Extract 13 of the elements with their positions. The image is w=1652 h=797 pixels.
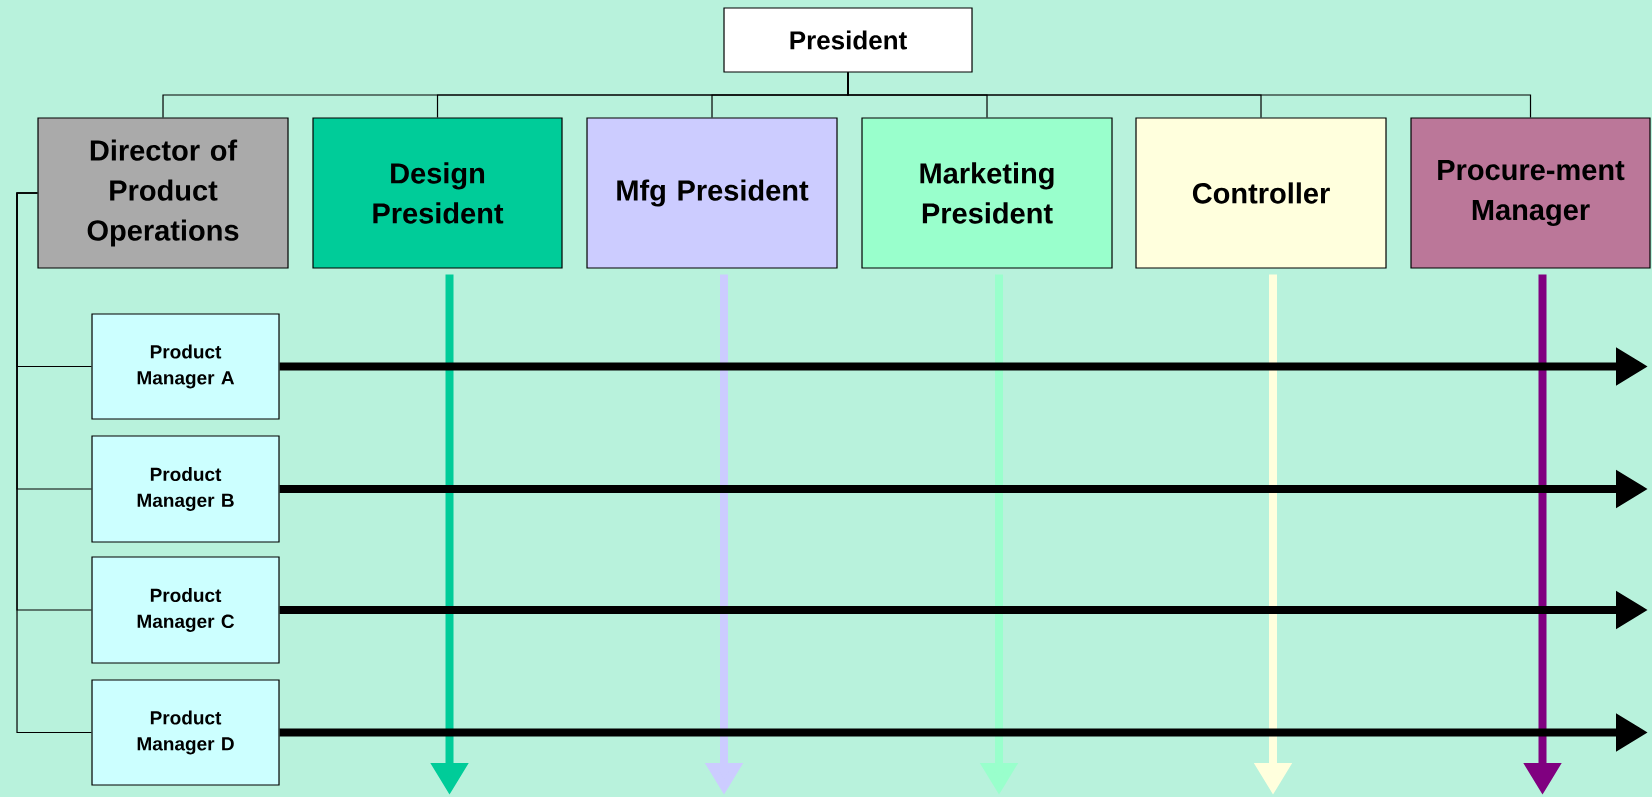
role-box: Design President: [312, 117, 563, 269]
manager-box: Product Manager D: [91, 679, 280, 786]
manager-box: Product Manager B: [91, 435, 280, 543]
connector-line: [16, 192, 92, 734]
manager-box: Product Manager C: [91, 556, 280, 664]
role-box: Procure-ment Manager: [1410, 117, 1651, 269]
manager-box: Product Manager A: [91, 313, 280, 420]
role-box: Director of Product Operations: [37, 117, 289, 269]
role-box: Controller: [1135, 117, 1387, 269]
title-box: President: [723, 7, 973, 73]
connector-line: [847, 72, 1532, 118]
role-box: Marketing President: [861, 117, 1113, 269]
role-box: Mfg President: [586, 117, 838, 269]
